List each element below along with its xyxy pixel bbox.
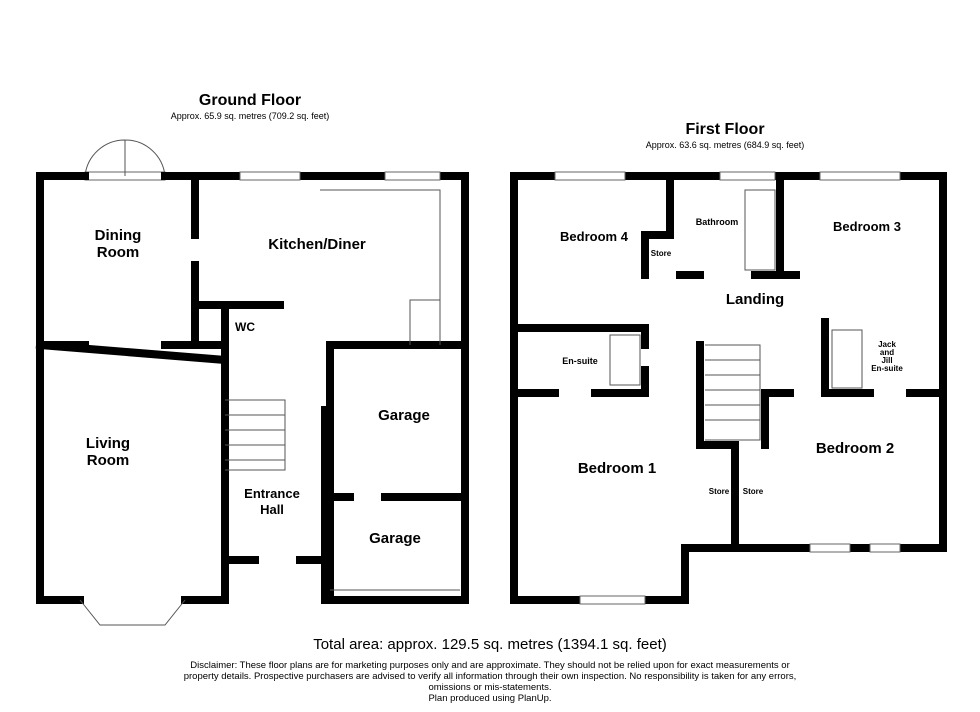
room-label: Store	[709, 487, 730, 496]
room-label: Living	[86, 435, 130, 452]
room-label: Bathroom	[696, 217, 739, 227]
room-label: Bedroom 4	[560, 229, 629, 244]
first-floor-area: Approx. 63.6 sq. metres (684.9 sq. feet)	[645, 140, 805, 150]
room-label: Room	[97, 244, 140, 261]
room-label: Kitchen/Diner	[268, 236, 366, 253]
room-label: Bedroom 1	[578, 460, 656, 477]
room-label: Entrance	[244, 486, 300, 501]
room-label: Dining	[95, 227, 142, 244]
ground-floor-plan	[35, 139, 469, 626]
room-label: Room	[87, 452, 130, 469]
credit: Plan produced using PlanUp.	[428, 693, 552, 704]
total-area: Total area: approx. 129.5 sq. metres (13…	[313, 636, 667, 653]
first-floor-title: First Floor	[685, 121, 765, 138]
room-label: and	[880, 348, 894, 357]
ground-floor-title: Ground Floor	[198, 92, 302, 109]
room-label: Landing	[726, 291, 784, 308]
room-label: Hall	[260, 502, 284, 517]
room-label: Jack	[878, 340, 896, 349]
room-label: En-suite	[562, 356, 598, 366]
disclaimer-line: omissions or mis-statements.	[428, 682, 552, 693]
room-label: Store	[651, 249, 672, 258]
disclaimer-line: Disclaimer: These floor plans are for ma…	[190, 660, 790, 671]
room-label: En-suite	[871, 364, 903, 373]
room-label: Jill	[881, 356, 892, 365]
room-label: Garage	[378, 407, 430, 424]
room-label: WC	[235, 320, 255, 334]
disclaimer: Disclaimer: These floor plans are for ma…	[0, 660, 980, 704]
dining-door-swing	[84, 139, 166, 177]
room-label: Bedroom 3	[833, 219, 901, 234]
room-label: Bedroom 2	[816, 440, 894, 457]
ground-floor-area: Approx. 65.9 sq. metres (709.2 sq. feet)	[170, 111, 330, 121]
first-floor-plan	[510, 171, 947, 605]
disclaimer-line: property details. Prospective purchasers…	[183, 671, 797, 682]
room-label: Garage	[369, 530, 421, 547]
room-label: Store	[743, 487, 764, 496]
room-labels: Dining Room Kitchen/Diner WC Living Room…	[86, 217, 903, 547]
